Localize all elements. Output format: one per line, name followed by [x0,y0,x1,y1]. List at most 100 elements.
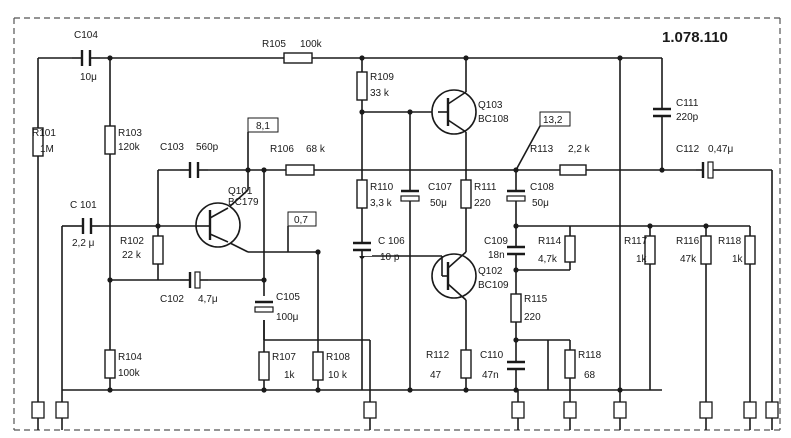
svg-text:R106: R106 [270,144,294,155]
svg-text:50μ: 50μ [430,198,447,209]
svg-text:Q103: Q103 [478,100,503,111]
svg-text:13,2: 13,2 [543,115,563,126]
svg-text:22 k: 22 k [122,250,142,261]
svg-text:R107: R107 [272,352,296,363]
diagram-id-number: 1.078.110 [662,29,728,46]
svg-text:1k: 1k [284,370,296,381]
svg-text:C 106: C 106 [378,236,405,247]
resistor-R112: R112 47 [426,349,472,381]
capacitor-C107: C107 50μ [400,182,452,209]
connector-pin [699,401,713,430]
resistor-R109: R109 33 k [356,71,394,101]
svg-text:C109: C109 [484,236,508,247]
svg-text:C 101: C 101 [70,200,97,211]
svg-text:120k: 120k [118,142,141,153]
resistor-R105: R105 100k [262,39,323,64]
svg-text:R112: R112 [426,350,450,361]
resistor-R108: R108 10 k [312,351,350,381]
svg-text:C110: C110 [480,350,504,361]
resistor-R118-right: R118 1k [718,235,756,265]
svg-text:10 p: 10 p [380,252,400,263]
connector-pin [613,401,627,430]
resistor-R114: R114 4,7k [538,235,576,265]
capacitor-C112: C112 0,47μ [676,144,733,179]
svg-text:2,2 μ: 2,2 μ [72,238,95,249]
svg-text:R115: R115 [524,294,548,305]
resistor-R104: R104 100k [104,349,142,379]
svg-text:50μ: 50μ [532,198,549,209]
transistor-Q102: Q102 BC109 [431,251,509,301]
svg-text:Q102: Q102 [478,266,503,277]
svg-text:47: 47 [430,370,442,381]
capacitor-C108: C108 50μ [506,182,554,209]
svg-text:R105: R105 [262,39,286,50]
svg-text:Q101: Q101 [228,186,253,197]
svg-text:1M: 1M [40,144,54,155]
svg-text:47n: 47n [482,370,499,381]
resistor-R110: R110 3,3 k [356,179,394,209]
svg-text:C111: C111 [676,98,699,109]
svg-text:R111: R111 [474,182,497,193]
resistor-R115: R115 220 [510,293,548,323]
resistor-R111: R111 220 [460,179,497,209]
svg-text:220p: 220p [676,112,699,123]
connector-pin [765,401,779,430]
svg-text:C103: C103 [160,142,184,153]
svg-text:R117: R117 [624,236,648,247]
connector-pin [55,401,69,430]
svg-text:33 k: 33 k [370,88,390,99]
svg-text:C105: C105 [276,292,300,303]
svg-text:R103: R103 [118,128,142,139]
connector-pin [31,401,45,430]
svg-text:1k: 1k [732,254,744,265]
svg-text:R101: R101 [32,128,56,139]
svg-text:C107: C107 [428,182,452,193]
svg-text:1k: 1k [636,254,648,265]
resistor-R101: R101 1M [32,127,56,157]
svg-text:R118: R118 [718,236,742,247]
svg-text:100k: 100k [118,368,141,379]
svg-text:C108: C108 [530,182,554,193]
connector-pin [363,401,377,430]
svg-text:4,7μ: 4,7μ [198,294,218,305]
test-point-8-1: 8,1 [247,117,279,170]
svg-text:C112: C112 [676,144,700,155]
svg-text:0,7: 0,7 [294,215,308,226]
resistor-R102: R102 22 k [120,235,164,265]
svg-text:100μ: 100μ [276,312,299,323]
svg-text:R114: R114 [538,236,562,247]
svg-text:10μ: 10μ [80,72,97,83]
transistor-Q101: Q101 BC179 [195,186,259,248]
svg-text:220: 220 [524,312,541,323]
svg-text:68: 68 [584,370,596,381]
svg-text:R108: R108 [326,352,350,363]
svg-text:C102: C102 [160,294,184,305]
svg-text:R110: R110 [370,182,394,193]
resistor-R106: R106 68 k [270,144,326,176]
resistor-R103: R103 120k [104,125,142,155]
connector-pin [511,401,525,430]
svg-text:2,2 k: 2,2 k [568,144,591,155]
svg-text:100k: 100k [300,39,323,50]
test-point-0-7: 0,7 [287,211,317,252]
svg-text:BC109: BC109 [478,280,509,291]
resistor-R117: R117 1k [624,235,656,265]
resistor-R113: R113 2,2 k [530,144,591,176]
svg-text:8,1: 8,1 [256,121,270,132]
svg-text:R109: R109 [370,72,394,83]
capacitor-C109: C109 18n [484,236,526,261]
svg-text:R104: R104 [118,352,142,363]
svg-text:C104: C104 [74,30,98,41]
resistor-R116: R116 47k [676,235,712,265]
svg-text:220: 220 [474,198,491,209]
svg-text:R118: R118 [578,350,602,361]
board-outline [13,17,781,431]
capacitor-C101: C 101 2,2 μ [70,200,100,249]
capacitor-C102: C102 4,7μ [160,271,218,305]
connector-pin [563,401,577,430]
connector-pin [743,401,757,430]
svg-text:68 k: 68 k [306,144,326,155]
svg-text:18n: 18n [488,250,505,261]
capacitor-C111: C111 220p [652,98,699,123]
